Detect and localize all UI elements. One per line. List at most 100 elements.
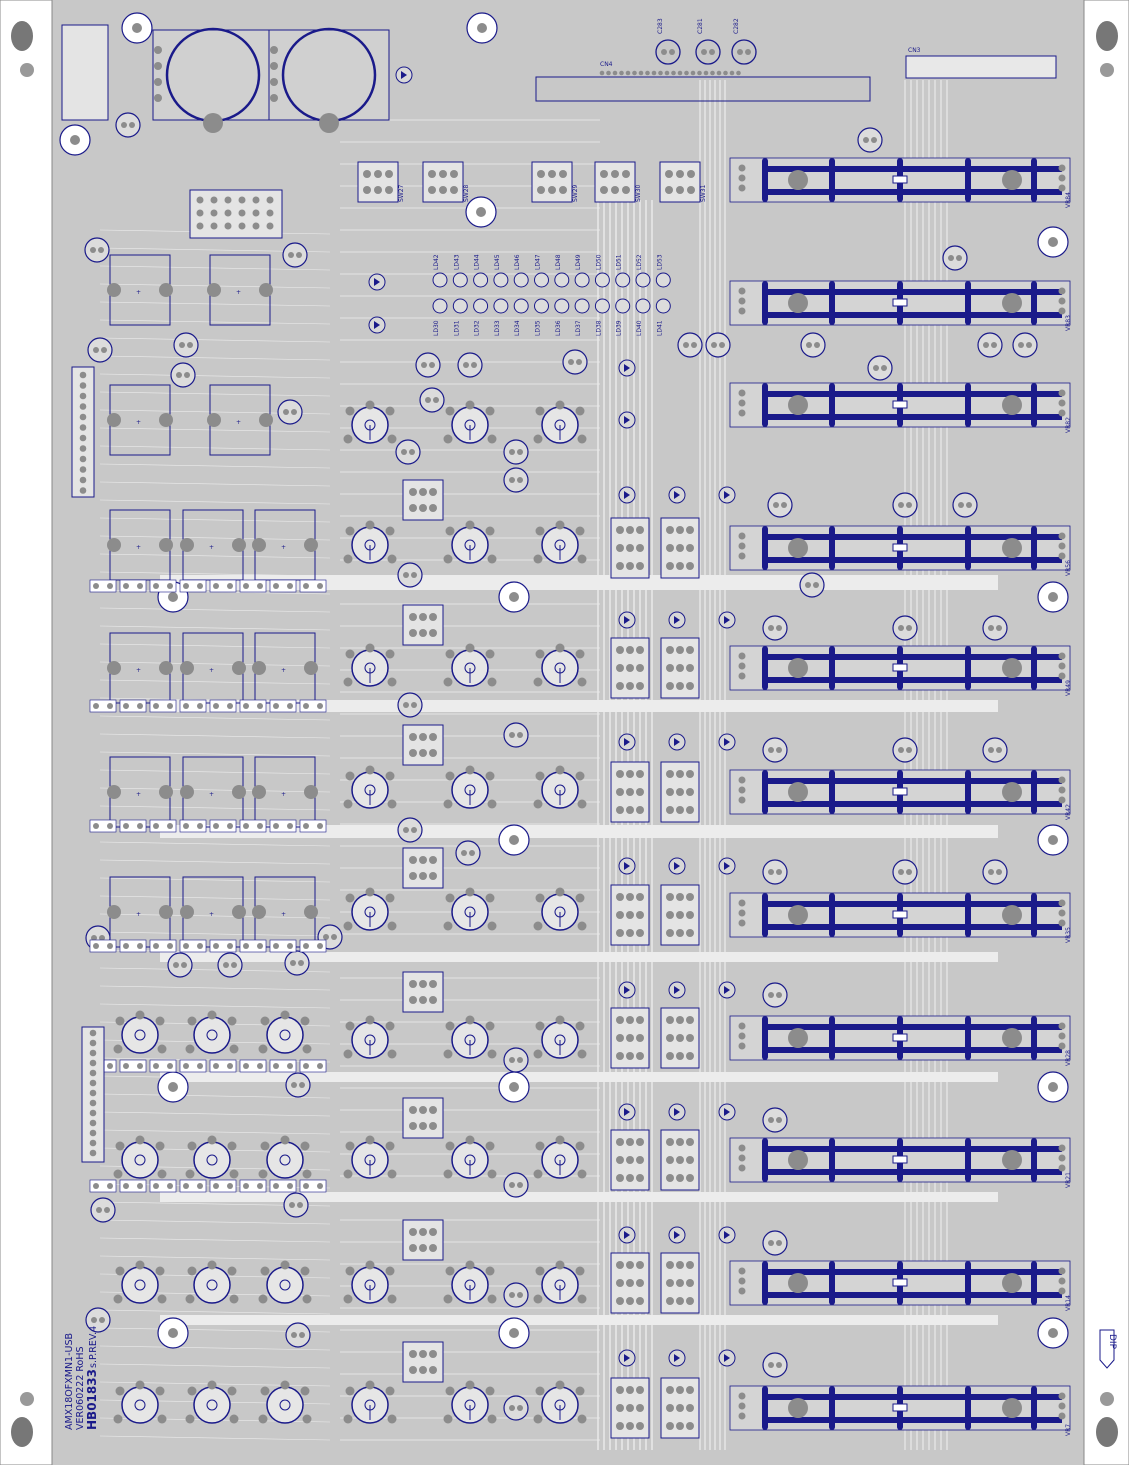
cap-pin — [409, 449, 415, 455]
passive-pad — [137, 583, 143, 589]
electrolytic-cap — [767, 492, 793, 518]
pot-pad — [365, 520, 375, 530]
passive-pad — [137, 943, 143, 949]
pushbutton-pin — [636, 1156, 644, 1164]
led-label: LD44 — [474, 254, 481, 270]
led — [655, 272, 671, 288]
trim-pot — [193, 1266, 231, 1304]
pushbutton-pin — [616, 1156, 624, 1164]
led — [574, 298, 590, 314]
cap-pin — [776, 625, 782, 631]
switch-pin — [600, 170, 608, 178]
header-pin — [89, 1099, 97, 1107]
pushbutton-pin — [616, 526, 624, 534]
ic-pad — [107, 538, 121, 552]
cap-pin — [104, 1207, 110, 1213]
fader-pin — [1058, 1154, 1066, 1162]
fader-post — [965, 770, 971, 814]
fader-pad — [1002, 293, 1022, 313]
fader-bar — [762, 778, 1062, 784]
led — [432, 298, 448, 314]
mounting-hole-center — [1048, 592, 1058, 602]
passive-pad — [123, 1183, 129, 1189]
trim-pot — [193, 1386, 231, 1424]
electrolytic-cap — [503, 439, 529, 465]
selector-pin — [429, 872, 437, 880]
fader-pin — [1058, 1164, 1066, 1172]
selector-pin — [409, 613, 417, 621]
led-arrow — [674, 986, 680, 994]
fader-pin — [738, 662, 746, 670]
pot-pad — [115, 1016, 125, 1026]
pot-pad — [343, 1169, 353, 1179]
pot-pad — [365, 1015, 375, 1025]
pushbutton-pin — [686, 1156, 694, 1164]
pot-pad — [485, 406, 495, 416]
mounting-hole-center — [1048, 1082, 1058, 1092]
cap-label: C282 — [733, 18, 740, 34]
pot-pad — [445, 406, 455, 416]
ic-pad — [252, 661, 266, 675]
switch-label: SW29 — [572, 184, 579, 202]
passive-pad — [167, 823, 173, 829]
selector-switch — [402, 604, 444, 646]
selector-pin — [429, 613, 437, 621]
led-label: LD30 — [433, 320, 440, 336]
cap-pin — [129, 122, 135, 128]
led-arrow — [624, 986, 630, 994]
selector-pin — [429, 504, 437, 512]
encoder-pin — [154, 78, 162, 86]
electrolytic-cap — [90, 1197, 116, 1223]
led-label: LD43 — [453, 254, 460, 270]
fader-post — [829, 1016, 835, 1060]
pot-pad — [535, 406, 545, 416]
mounting-hole-center — [509, 1082, 519, 1092]
mounting-hole-center — [509, 1328, 519, 1338]
pushbutton-pin — [676, 1297, 684, 1305]
passive-pad — [137, 1063, 143, 1069]
fader-pin — [1058, 389, 1066, 397]
fader-post — [965, 893, 971, 937]
pot-pad — [387, 554, 397, 564]
cap-pin — [461, 850, 467, 856]
signal-trace — [99, 1219, 331, 1225]
pot-pad — [465, 643, 475, 653]
cap-pin — [509, 1292, 515, 1298]
selector-pin — [409, 980, 417, 988]
fader-pin — [738, 672, 746, 680]
fader-pad — [1002, 658, 1022, 678]
passive-footprint — [269, 1179, 297, 1193]
pot-pad — [365, 1380, 375, 1390]
cap-pin — [517, 1405, 523, 1411]
fader-pin — [1058, 1287, 1066, 1295]
pot-pad — [577, 921, 587, 931]
passive-footprint — [299, 1179, 327, 1193]
passive-pad — [213, 943, 219, 949]
electrolytic-cap — [762, 737, 788, 763]
ic-pad — [259, 283, 273, 297]
plus-mark: + — [209, 544, 214, 551]
header-pin — [89, 1119, 97, 1127]
pushbutton-pin — [666, 1052, 674, 1060]
led-arrow — [724, 1354, 730, 1362]
cap-pin — [781, 502, 787, 508]
pushbutton-pin — [616, 893, 624, 901]
fader-pin — [1058, 776, 1066, 784]
pot-pad — [387, 1049, 397, 1059]
fader-label: VR42 — [1065, 804, 1072, 820]
pot-pad — [577, 1414, 587, 1424]
fader-pin — [1058, 652, 1066, 660]
plus-mark: + — [281, 667, 286, 674]
connector-cn4 — [535, 76, 871, 102]
pushbutton-pin — [676, 682, 684, 690]
pot-pad — [577, 1049, 587, 1059]
electrolytic-cap — [762, 982, 788, 1008]
mounting-hole-center — [168, 1328, 178, 1338]
passive-pad — [183, 1183, 189, 1189]
cap-pin — [509, 1057, 515, 1063]
cap-label: C283 — [657, 18, 664, 34]
selector-pin — [409, 488, 417, 496]
cap-pin — [509, 477, 515, 483]
ic-pad — [180, 905, 194, 919]
switch-pin — [676, 186, 684, 194]
